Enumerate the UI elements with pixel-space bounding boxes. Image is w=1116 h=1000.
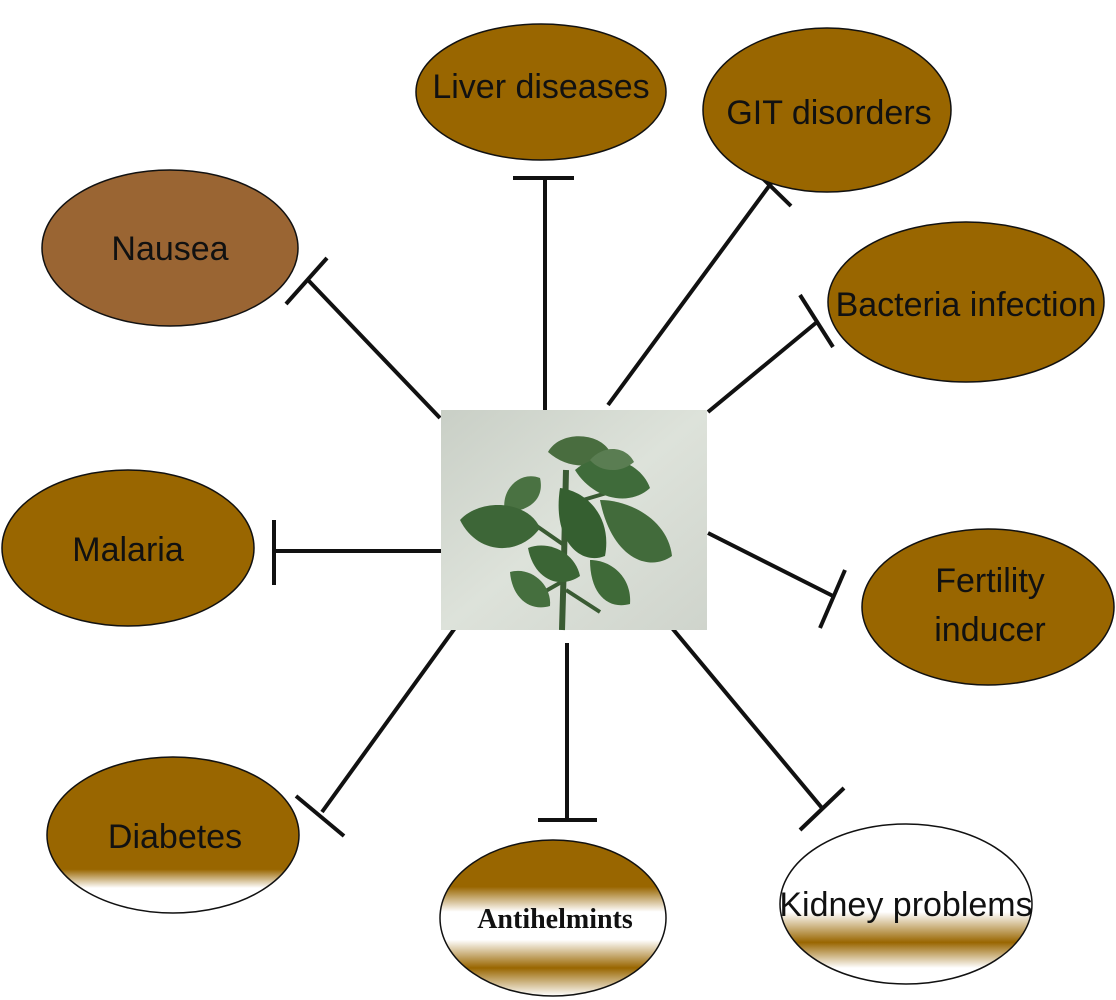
node-kidney-label: Kidney problems — [779, 886, 1032, 924]
node-fertility-inducer: Fertility inducer — [861, 528, 1115, 686]
connector-liver — [513, 176, 574, 410]
node-diabetes-label: Diabetes — [108, 818, 242, 856]
connector-fertility — [707, 531, 847, 629]
node-malaria: Malaria — [1, 469, 255, 627]
connector-bacteria — [706, 293, 835, 414]
node-bacteria-label: Bacteria infection — [836, 286, 1097, 324]
node-git-disorders: GIT disorders — [702, 27, 952, 193]
node-nausea-label: Nausea — [111, 230, 228, 268]
node-diabetes: Diabetes — [46, 756, 300, 914]
connector-kidney — [670, 626, 846, 832]
node-git-label: GIT disorders — [726, 94, 931, 132]
connector-nausea — [284, 256, 442, 420]
center-plant-image — [441, 410, 707, 631]
plant-leaves-icon — [460, 436, 672, 631]
node-liver-diseases: Liver diseases — [415, 23, 667, 161]
connector-antihelmints — [538, 643, 597, 822]
connector-malaria — [272, 520, 442, 585]
node-malaria-label: Malaria — [72, 531, 184, 569]
node-fertility-label-line2: inducer — [934, 611, 1046, 649]
node-bacteria-infection: Bacteria infection — [827, 221, 1105, 383]
node-kidney-problems: Kidney problems — [779, 823, 1033, 985]
connector-diabetes — [294, 626, 457, 838]
node-antihelmints: Antihelmints — [439, 839, 667, 997]
node-fertility-label-line1: Fertility — [935, 562, 1045, 600]
node-antihelmints-label: Antihelmints — [477, 904, 633, 935]
node-nausea: Nausea — [41, 169, 299, 327]
node-liver-label: Liver diseases — [432, 68, 649, 106]
